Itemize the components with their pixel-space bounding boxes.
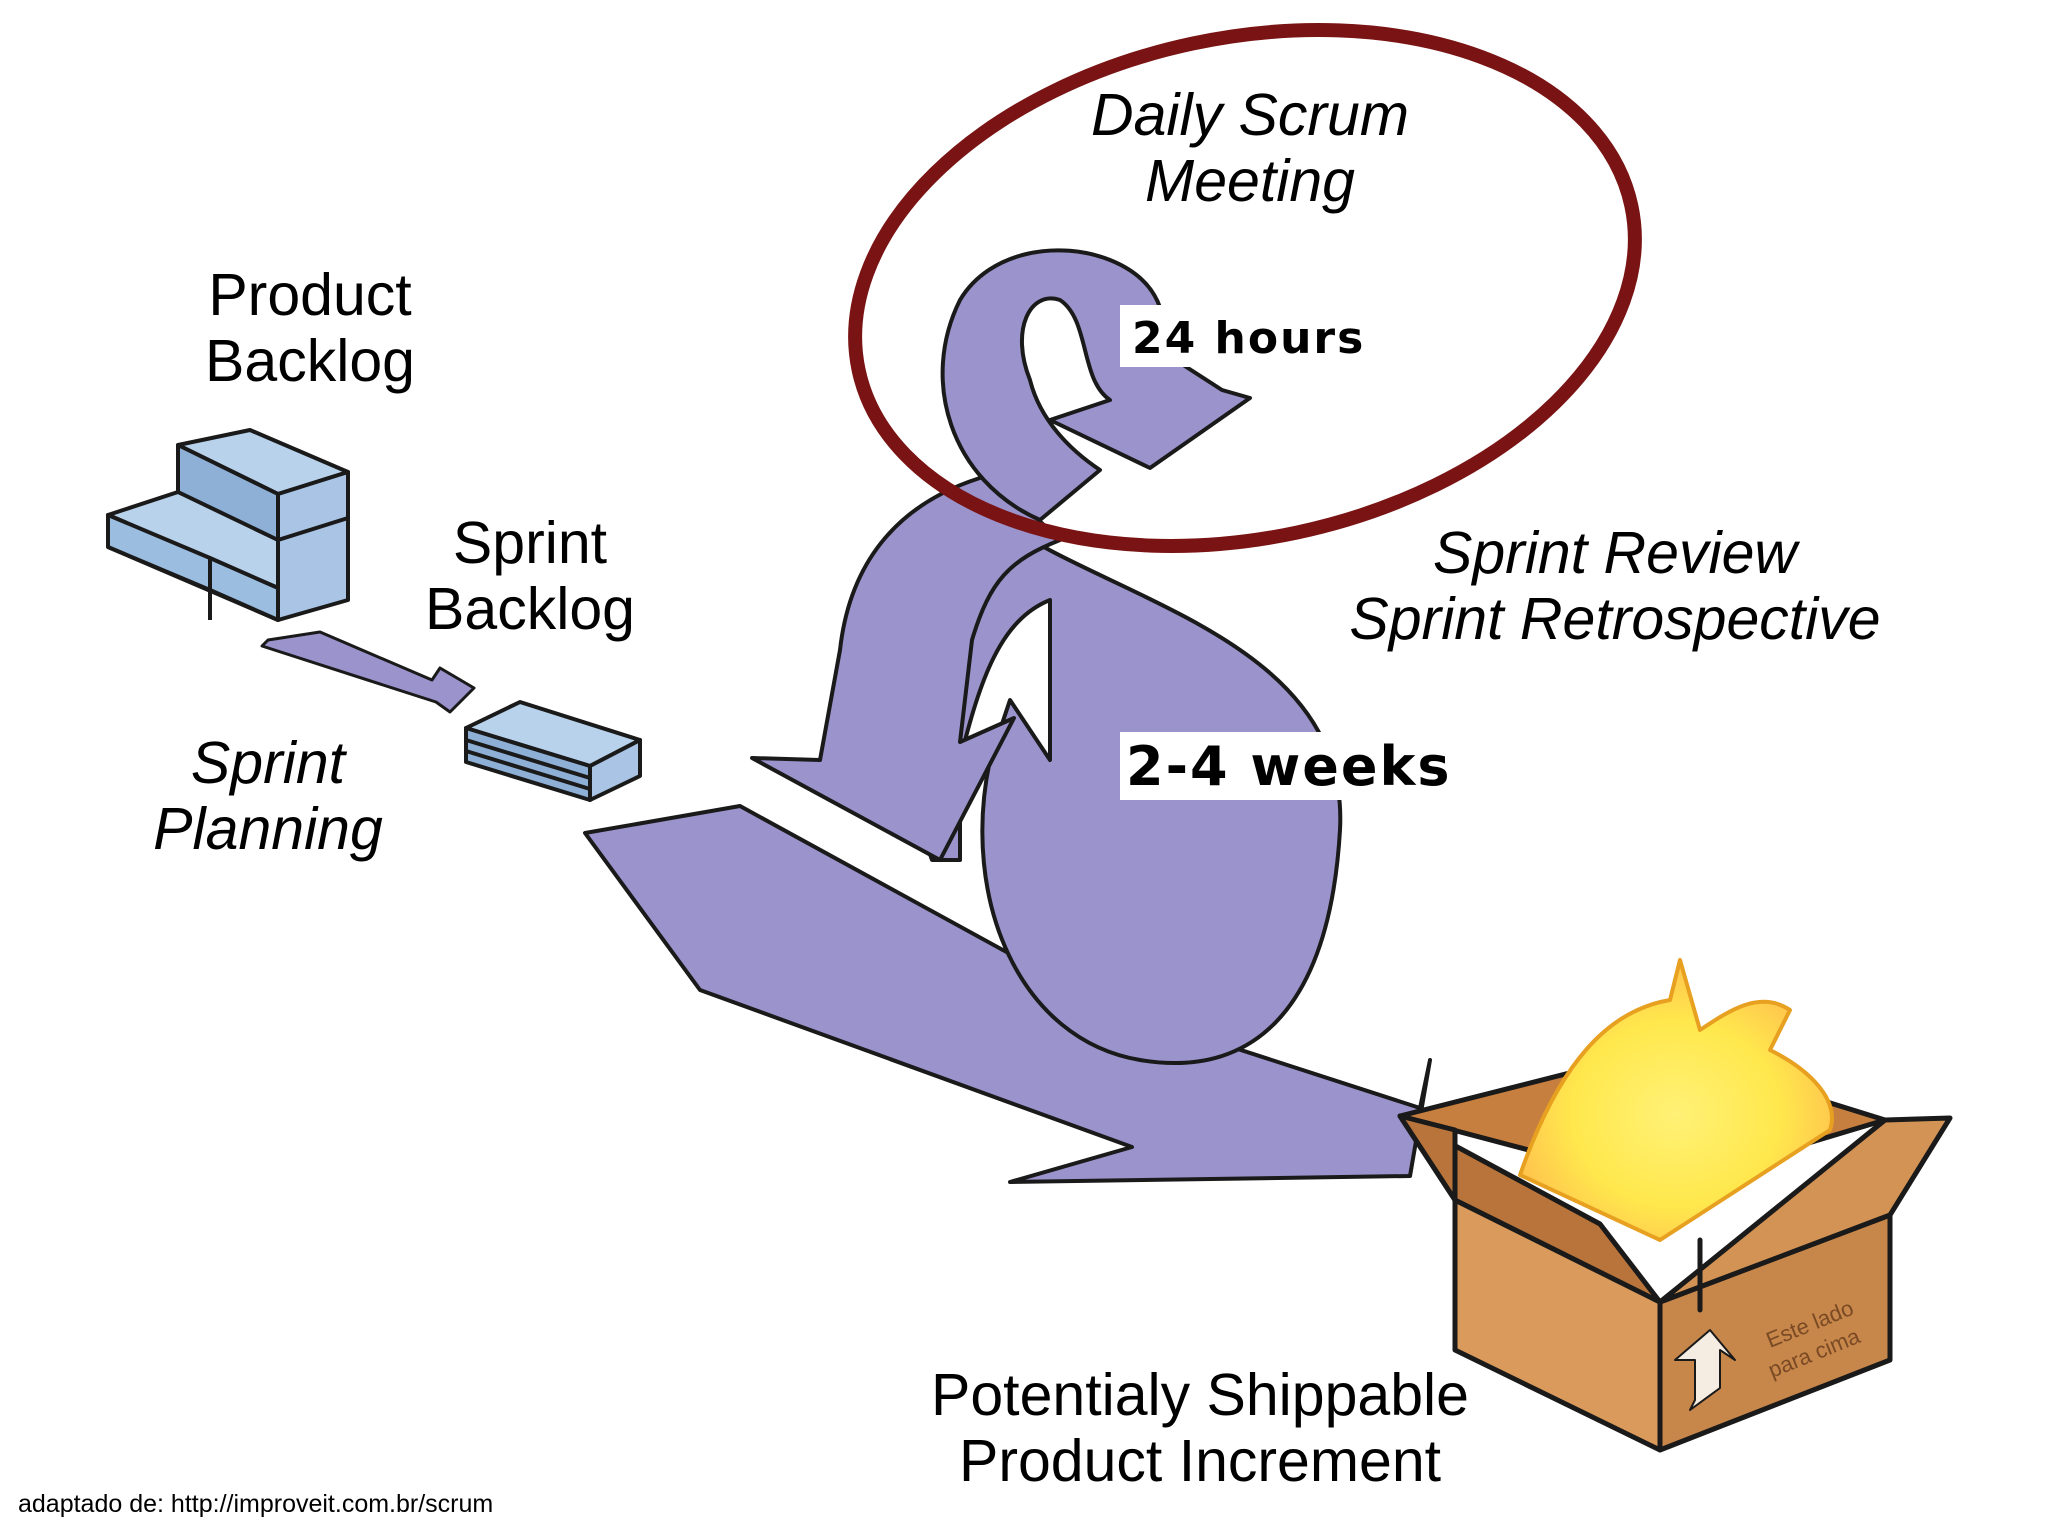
source-credit: adaptado de: http://improveit.com.br/scr…	[18, 1490, 494, 1518]
sprint-planning-line1: Sprint	[190, 730, 346, 796]
sprint-review-line1: Sprint Review	[1433, 520, 1797, 586]
product-backlog-label: Product Backlog	[170, 262, 450, 394]
hours-label-bg	[1120, 305, 1405, 367]
product-backlog-icon	[106, 428, 350, 622]
weeks-label-bg	[1120, 732, 1510, 800]
daily-scrum-highlight-ring	[848, 23, 1642, 553]
sprint-backlog-icon	[464, 700, 642, 802]
daily-scrum-line1: Daily Scrum	[1091, 82, 1409, 148]
product-backlog-line2: Backlog	[205, 328, 415, 395]
sprint-backlog-line2: Backlog	[425, 576, 635, 643]
product-increment-line2: Product Increment	[958, 1428, 1442, 1495]
cycle-24h-label: 24 hours	[1132, 313, 1365, 364]
product-increment-line1: Potentialy Shippable	[931, 1362, 1469, 1428]
product-increment-label: Potentialy Shippable Product Increment	[880, 1362, 1520, 1494]
sprint-loop-return-arrow	[750, 473, 1062, 862]
product-box-icon	[1397, 958, 1953, 1453]
sprint-review-line2: Sprint Retrospective	[1349, 586, 1881, 653]
daily-scrum-line2: Meeting	[1145, 148, 1355, 215]
sprint-review-label: Sprint Review Sprint Retrospective	[1310, 520, 1920, 652]
product-backlog-line1: Product	[208, 262, 412, 328]
sprint-backlog-label: Sprint Backlog	[400, 510, 660, 642]
sprint-planning-line2: Planning	[153, 796, 383, 863]
cycle-weeks-label: 2-4 weeks	[1126, 735, 1452, 798]
sprint-planning-label: Sprint Planning	[118, 730, 418, 862]
daily-loop-arrow	[940, 248, 1252, 522]
daily-scrum-label: Daily Scrum Meeting	[1040, 82, 1460, 214]
sprint-backlog-line1: Sprint	[452, 510, 608, 576]
planning-arrow	[260, 630, 476, 714]
